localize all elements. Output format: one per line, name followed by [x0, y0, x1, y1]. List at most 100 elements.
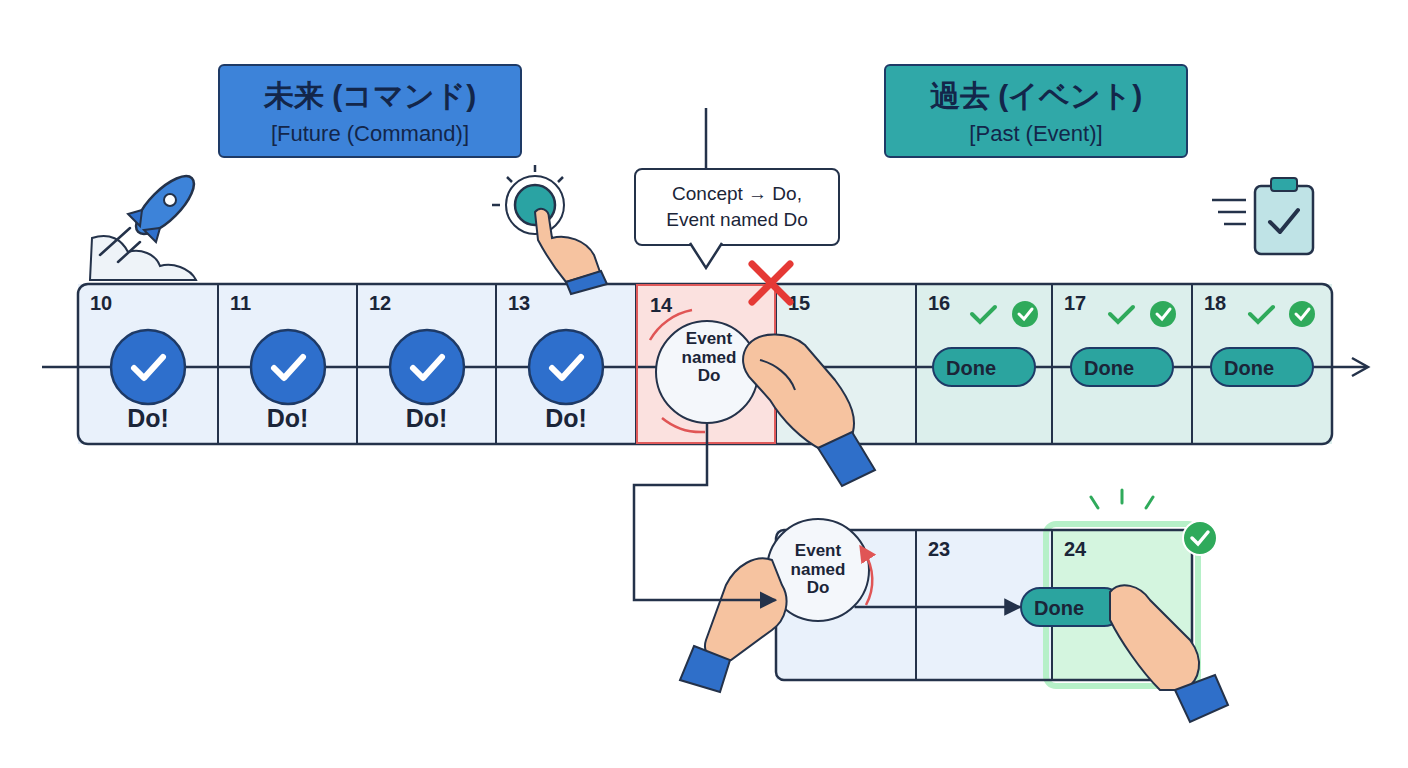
- cross-stroke: [752, 264, 790, 302]
- cloud: [90, 236, 196, 280]
- leader-line: [705, 108, 708, 168]
- command-label: Do!: [496, 404, 636, 433]
- timeline-cell: 16Done: [916, 284, 1052, 444]
- cell-divider: [356, 284, 358, 444]
- check-mark: [134, 357, 163, 378]
- red-arc: [650, 310, 692, 340]
- command-label: Do!: [218, 404, 357, 433]
- done-label: Done: [1034, 597, 1084, 620]
- check-mark: [1157, 309, 1170, 319]
- ray: [1091, 497, 1098, 508]
- cell-number: 11: [230, 292, 251, 315]
- clipboard: [1255, 186, 1313, 254]
- cell-fill: [218, 284, 357, 444]
- rotate-arrow: [864, 552, 872, 605]
- cell-number: 14: [650, 294, 672, 317]
- cuff: [818, 432, 875, 486]
- button: [515, 185, 555, 225]
- done-pill: Done: [1020, 587, 1124, 627]
- check-mark: [1019, 309, 1032, 319]
- rocket-icon: [90, 168, 202, 280]
- timeline-cell: 18Done: [1192, 284, 1332, 444]
- header-subtitle: [Future (Command)]: [271, 121, 469, 147]
- timeline-cell: 13Do!: [496, 284, 636, 444]
- cell-fill: [496, 284, 636, 444]
- rocket-fin: [128, 210, 142, 226]
- event-circle: Event named Do: [766, 518, 870, 622]
- cell-divider: [217, 284, 219, 444]
- speed-line: [1218, 211, 1246, 214]
- check-mark: [1270, 210, 1298, 232]
- cell-number: 15: [788, 292, 810, 315]
- header-title: 未来 (コマンド): [264, 76, 476, 117]
- header-subtitle: [Past (Event)]: [969, 121, 1102, 147]
- callout-text: Concept → Do, Event named Do: [650, 181, 824, 232]
- cell-number: 16: [928, 292, 950, 315]
- ray: [492, 204, 500, 207]
- timeline-cell: 15: [776, 284, 916, 444]
- check-mark: [413, 357, 442, 378]
- cell-number: 13: [508, 292, 530, 315]
- cell-number: 12: [369, 292, 391, 315]
- tick: [1110, 307, 1133, 322]
- cell-divider: [915, 284, 917, 444]
- button-hand-icon: [492, 165, 607, 294]
- clip: [1271, 178, 1297, 191]
- cell-divider: [1191, 284, 1193, 444]
- rocket-fin: [144, 228, 160, 242]
- timeline-band: [78, 284, 1332, 444]
- cell-number: 18: [1204, 292, 1226, 315]
- hand: [705, 558, 787, 661]
- hand: [1110, 585, 1199, 690]
- check-mark: [1192, 532, 1208, 544]
- cross-stroke: [752, 264, 790, 302]
- cell-number: 17: [1064, 292, 1086, 315]
- done-pill: Done: [932, 347, 1036, 387]
- check-badge: [1289, 301, 1315, 327]
- done-pill: Done: [1070, 347, 1174, 387]
- flow-arrow: [634, 424, 776, 600]
- command-label: Do!: [78, 404, 218, 433]
- check-badge: [1150, 301, 1176, 327]
- cell-divider: [915, 530, 917, 680]
- cell-fill: [636, 284, 776, 444]
- rocket-window: [164, 194, 176, 206]
- event-circle: Event named Do: [655, 320, 759, 424]
- hand: [535, 209, 600, 282]
- bubble-tail: [690, 243, 722, 268]
- glow-rays: [1091, 490, 1153, 508]
- done-checks: [972, 301, 1315, 327]
- tick: [1250, 307, 1273, 322]
- hand-place-done: [1110, 585, 1228, 722]
- done-label: Done: [1084, 357, 1134, 380]
- cell-divider: [218, 284, 1192, 444]
- cell-number: 10: [90, 292, 112, 315]
- cell-number: 24: [1064, 538, 1086, 561]
- ray: [1146, 497, 1153, 508]
- check-circle: [390, 330, 464, 404]
- ray: [507, 177, 512, 182]
- red-arc: [662, 418, 705, 432]
- timeline-cell: 11Do!: [218, 284, 357, 444]
- event-label: Event named Do: [669, 330, 749, 386]
- ray: [558, 177, 563, 182]
- done-label: Done: [946, 357, 996, 380]
- cuff: [566, 271, 607, 294]
- motion-line: [100, 228, 130, 255]
- tick: [972, 307, 995, 322]
- rocket-body: [128, 168, 203, 243]
- speed-line: [1212, 199, 1246, 202]
- clipboard-icon: [1212, 178, 1313, 254]
- ray: [1121, 490, 1124, 503]
- cell-number: 23: [928, 538, 950, 561]
- cell-fill: [357, 284, 496, 444]
- cell-divider: [1051, 284, 1053, 444]
- speech-bubble: Concept → Do, Event named Do: [634, 168, 840, 246]
- cell-fill: [776, 284, 916, 444]
- cuff: [680, 646, 730, 692]
- check-circle: [251, 330, 325, 404]
- timeline-cell: 17Done: [1052, 284, 1192, 444]
- cell-fill: [916, 284, 1332, 444]
- button-ring: [506, 176, 564, 234]
